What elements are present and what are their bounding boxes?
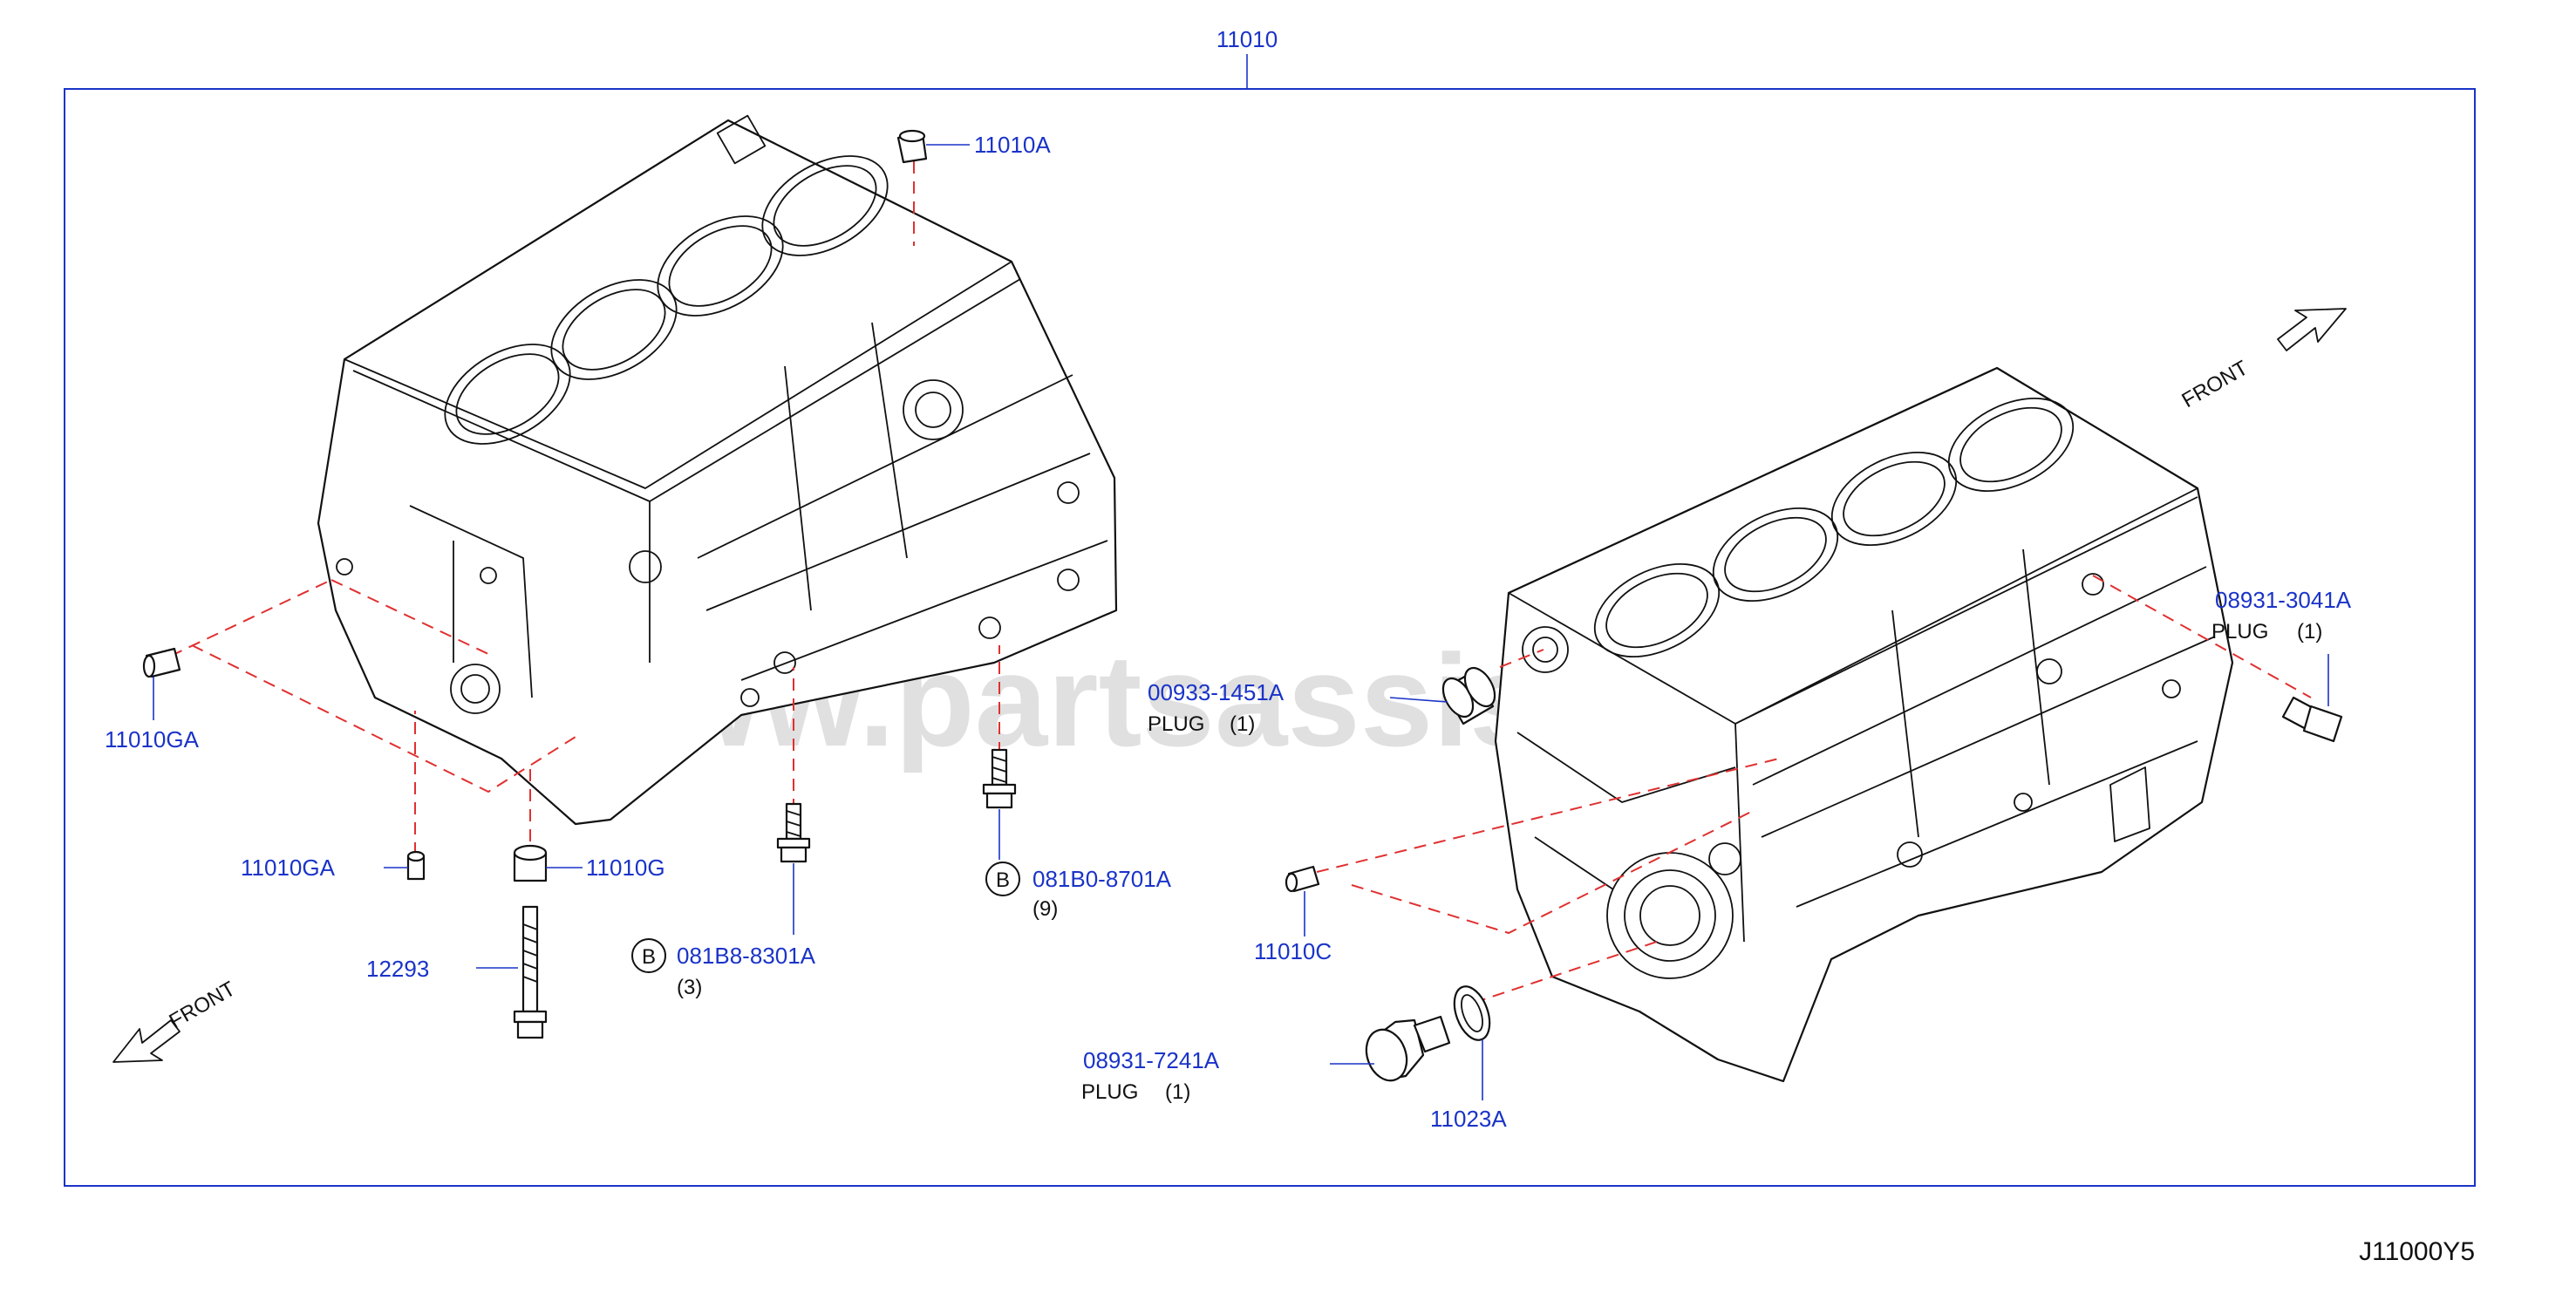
assembly-frame [64, 54, 2476, 1187]
bolt-12293-part [513, 905, 548, 1039]
cylinder-block-left-view [317, 114, 1118, 826]
callout-00933-1451A[interactable]: 00933-1451A PLUG (1) [1148, 679, 1285, 736]
label-12293[interactable]: 12293 [366, 956, 429, 982]
front-arrow-right-icon [2277, 308, 2347, 351]
desc-00933-1451A: PLUG [1148, 712, 1204, 736]
plug-08931-3041A-part [2281, 696, 2343, 743]
bolt-marker-icon [631, 938, 666, 973]
bolt-081B0-8701A-part [982, 748, 1017, 809]
leader-lines [153, 144, 2329, 1100]
front-label-left: FRONT [166, 977, 240, 1033]
label-00933-1451A[interactable]: 00933-1451A [1148, 679, 1285, 705]
label-11010A[interactable]: 11010A [974, 132, 1051, 158]
dowel-11010C-part [1285, 865, 1320, 893]
label-08931-3041A[interactable]: 08931-3041A [2215, 587, 2352, 613]
front-label-right: FRONT [2178, 356, 2252, 412]
figure-code: J11000Y5 [2359, 1237, 2475, 1266]
qty-081B8-8301A: (3) [677, 976, 702, 999]
label-11010GA-upper[interactable]: 11010GA [105, 726, 200, 753]
assembly-number[interactable]: 11010 [1216, 26, 1278, 52]
desc-08931-7241A: PLUG [1081, 1080, 1138, 1104]
qty-00933-1451A: (1) [1230, 712, 1255, 736]
washer-11023A-part [1453, 985, 1491, 1041]
dowel-11010G-part [513, 844, 548, 882]
plug-00933-1451A-part [1441, 666, 1496, 725]
marker-letter: B [996, 868, 1010, 892]
front-arrow-left-icon [112, 1019, 181, 1063]
label-08931-7241A[interactable]: 08931-7241A [1083, 1047, 1220, 1073]
callout-081B0-8701A[interactable]: B 081B0-8701A (9) [985, 862, 1172, 921]
plug-08931-7241A-part [1365, 1015, 1451, 1082]
label-11010G[interactable]: 11010G [586, 855, 665, 881]
desc-08931-3041A: PLUG [2211, 620, 2268, 644]
cylinder-block-right-view [1494, 366, 2234, 1083]
qty-081B0-8701A: (9) [1032, 897, 1058, 921]
label-11010GA-lower[interactable]: 11010GA [241, 855, 336, 881]
marker-letter: B [642, 945, 656, 969]
qty-08931-7241A: (1) [1165, 1080, 1190, 1104]
dowel-11010GA-upper-part [142, 647, 181, 678]
callout-081B8-8301A[interactable]: B 081B8-8301A (3) [631, 938, 816, 999]
callout-08931-7241A[interactable]: 08931-7241A PLUG (1) [1081, 1047, 1220, 1104]
dowel-11010GA-lower-part [406, 850, 426, 881]
label-11023A[interactable]: 11023A [1430, 1106, 1507, 1132]
label-081B0-8701A[interactable]: 081B0-8701A [1032, 866, 1172, 892]
label-11010C[interactable]: 11010C [1254, 938, 1332, 964]
bolt-081B8-8301A-part [776, 802, 811, 863]
left-guide-lines [152, 141, 1000, 855]
right-guide-lines [1316, 575, 2312, 1004]
bolt-marker-icon [985, 862, 1020, 896]
dowel-11010A-part [896, 129, 928, 164]
label-081B8-8301A[interactable]: 081B8-8301A [677, 943, 816, 969]
qty-08931-3041A: (1) [2297, 620, 2322, 644]
callout-08931-3041A[interactable]: 08931-3041A PLUG (1) [2211, 587, 2352, 644]
